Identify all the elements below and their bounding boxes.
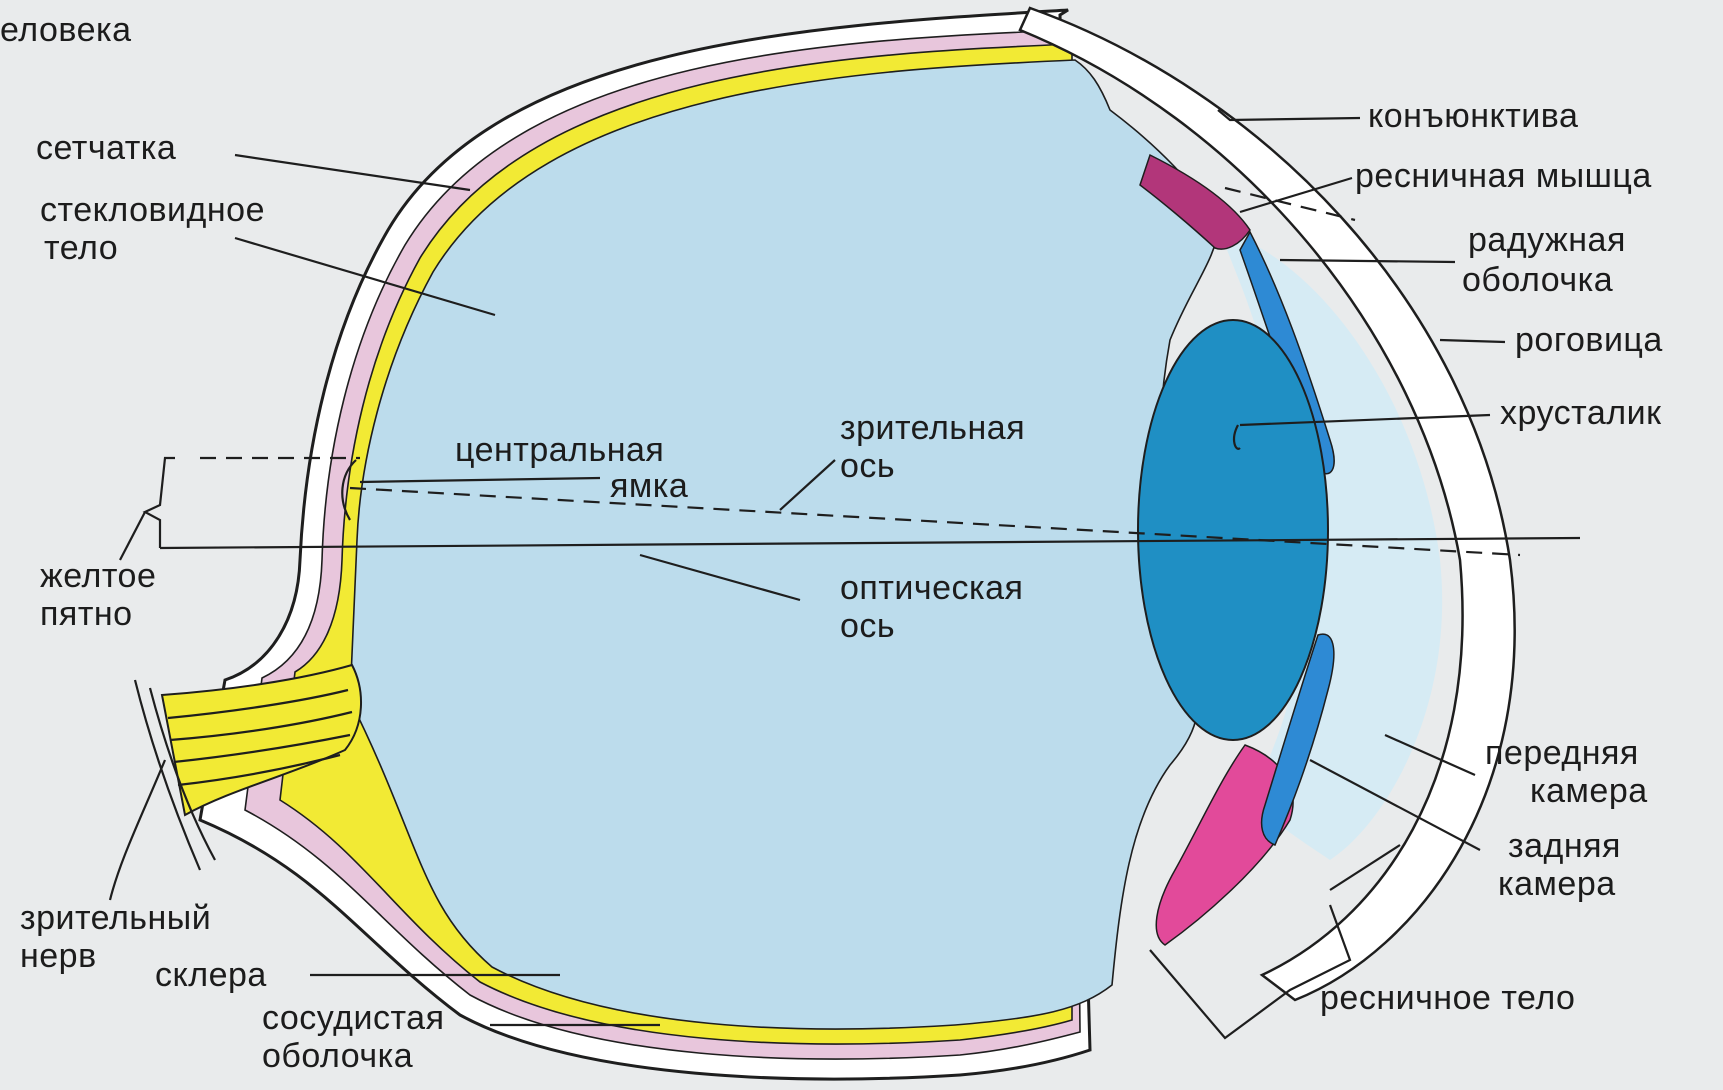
label-optic-nerve-2: нерв xyxy=(20,938,97,974)
label-optical-axis-2: ось xyxy=(840,608,895,644)
ciliary-body-shape xyxy=(1156,745,1293,945)
label-vitreous-2: тело xyxy=(44,230,118,266)
label-visual-axis-1: зрительная xyxy=(840,410,1025,446)
label-iris-1: радужная xyxy=(1468,222,1626,258)
label-visual-axis-2: ось xyxy=(840,448,895,484)
label-choroid-1: сосудистая xyxy=(262,1000,445,1036)
label-choroid-2: оболочка xyxy=(262,1038,413,1074)
label-vitreous-1: стекловидное xyxy=(40,192,265,228)
lens xyxy=(1138,320,1328,740)
label-macula-1: желтое xyxy=(40,558,156,594)
conjunctiva-line xyxy=(1218,110,1360,120)
label-fovea-2: ямка xyxy=(610,468,688,504)
cornea-leader xyxy=(1440,340,1505,342)
label-conjunctiva: конъюнктива xyxy=(1368,98,1578,134)
label-lens: хрусталик xyxy=(1500,395,1661,431)
label-fovea-1: центральная xyxy=(455,432,664,468)
label-posterior-chamber-2: камера xyxy=(1498,866,1616,902)
macula-bracket xyxy=(145,458,175,548)
label-optic-nerve-1: зрительный xyxy=(20,900,211,936)
label-retina: сетчатка xyxy=(36,130,176,166)
label-macula-2: пятно xyxy=(40,596,133,632)
label-anterior-chamber-1: передняя xyxy=(1485,735,1639,771)
caption-fragment: еловека xyxy=(0,12,132,48)
label-posterior-chamber-1: задняя xyxy=(1508,828,1621,864)
label-iris-2: оболочка xyxy=(1462,262,1613,298)
label-cornea: роговица xyxy=(1515,322,1663,358)
iris-leader xyxy=(1280,260,1455,262)
macula-leader xyxy=(120,512,145,560)
label-optical-axis-1: оптическая xyxy=(840,570,1023,606)
label-ciliary-muscle: ресничная мышца xyxy=(1355,158,1652,194)
label-sclera: склера xyxy=(155,957,267,993)
label-anterior-chamber-2: камера xyxy=(1530,773,1648,809)
optic-nerve-leader xyxy=(110,760,165,900)
label-ciliary-body: ресничное тело xyxy=(1320,980,1575,1016)
